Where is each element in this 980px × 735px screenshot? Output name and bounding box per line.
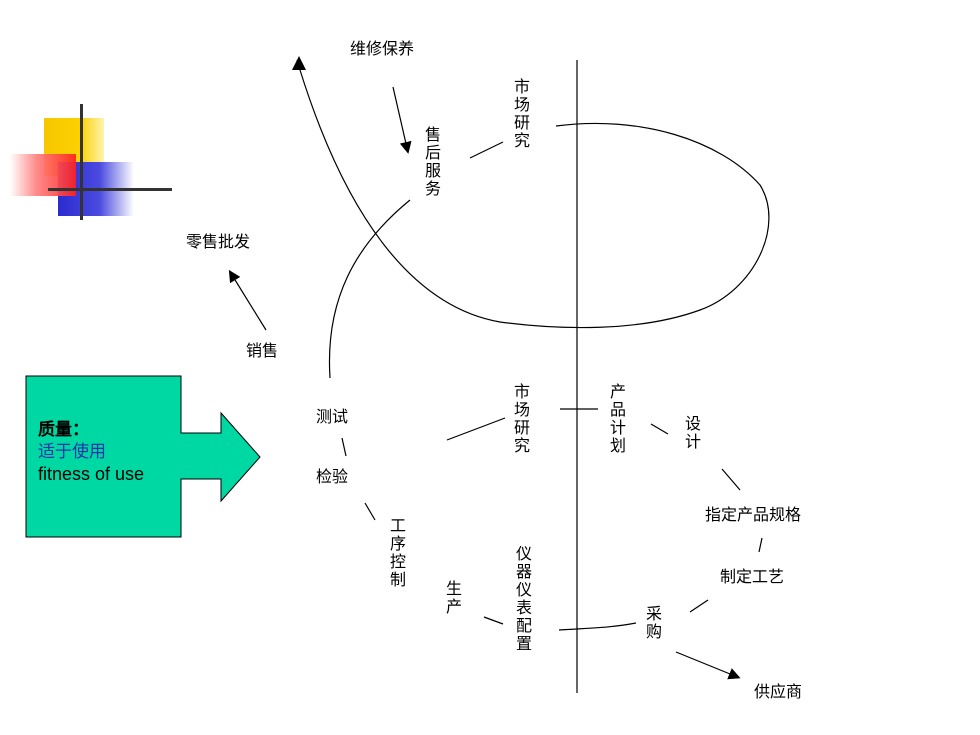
mid-research-connector — [446, 417, 506, 441]
callout-en: fitness of use — [38, 464, 145, 484]
label-after-sales: 售后服务 — [424, 125, 441, 198]
logo-cross-horizontal — [48, 188, 172, 191]
loop-arrowhead — [292, 56, 306, 70]
label-purchasing: 采购 — [645, 604, 662, 641]
label-spec: 指定产品规格 — [705, 505, 802, 524]
label-process-control: 工序控制 — [389, 516, 406, 589]
testing-to-service-path — [328, 199, 411, 379]
spec-process-connector — [758, 537, 763, 553]
label-inspection: 检验 — [316, 467, 349, 486]
plan-design-connector — [650, 423, 669, 435]
purchase-supplier-arrow — [675, 651, 741, 680]
label-product-plan: 产品计划 — [609, 382, 626, 455]
label-market-research-mid: 市场研究 — [513, 382, 530, 455]
maintenance-arrow — [392, 86, 412, 154]
instrument-purchase-connector — [558, 622, 637, 631]
inspection-control-connector — [364, 502, 376, 521]
sales-retail-arrow — [228, 269, 267, 331]
service-research-connector — [469, 141, 504, 159]
callout-cn: 适于使用 — [38, 442, 106, 462]
label-sales: 销售 — [246, 341, 279, 360]
process-purchase-connector — [689, 599, 709, 613]
label-design: 设计 — [684, 414, 701, 451]
production-instrument-connector — [483, 616, 504, 625]
label-instruments: 仪器仪表配置 — [515, 544, 532, 653]
slide-logo — [0, 100, 180, 230]
label-maintenance: 维修保养 — [350, 39, 415, 58]
quality-callout-text: 质量： 适于使用 fitness of use — [38, 419, 144, 485]
logo-cross-vertical — [80, 104, 83, 220]
label-process: 制定工艺 — [720, 567, 785, 586]
callout-title: 质量： — [38, 420, 89, 440]
label-production: 生产 — [445, 579, 462, 616]
quality-callout-shape — [25, 375, 261, 538]
spiral-loop-path — [299, 69, 770, 329]
label-supplier: 供应商 — [754, 682, 803, 701]
test-inspection-connector — [341, 437, 347, 457]
label-testing: 测试 — [316, 407, 349, 426]
label-retail: 零售批发 — [186, 232, 251, 251]
label-market-research-top: 市场研究 — [513, 77, 530, 150]
design-spec-connector — [721, 468, 741, 491]
